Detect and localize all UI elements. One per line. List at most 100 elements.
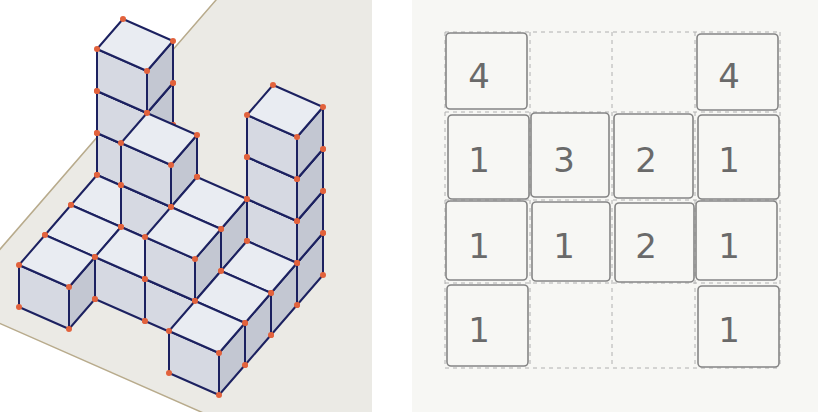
paper: [412, 0, 818, 412]
cell-number: 4: [468, 59, 490, 93]
cell-number: 1: [468, 313, 490, 347]
vertex-dot: [144, 110, 150, 116]
vertex-dot: [244, 196, 250, 202]
vertex-dot: [244, 238, 250, 244]
cube-face: [145, 207, 221, 259]
cell-number: 2: [635, 143, 657, 177]
cell-number: 1: [718, 143, 740, 177]
cell-outline: [532, 202, 610, 281]
vertex-dot: [320, 146, 326, 152]
cell-number: 1: [718, 229, 740, 263]
vertex-dot: [294, 260, 300, 266]
vertex-dot: [118, 224, 124, 230]
vertex-dot: [242, 320, 248, 326]
cell-outline: [697, 34, 778, 110]
vertex-dot: [92, 296, 98, 302]
vertex-dot: [320, 188, 326, 194]
vertex-dot: [168, 204, 174, 210]
vertex-dot: [92, 254, 98, 260]
vertex-dot: [216, 392, 222, 398]
vertex-dot: [94, 172, 100, 178]
vertex-dot: [270, 82, 276, 88]
cell-number: 1: [553, 229, 575, 263]
vertex-dot: [142, 318, 148, 324]
vertex-dot: [244, 238, 250, 244]
cube: [16, 232, 98, 332]
vertex-dot: [244, 154, 250, 160]
vertex-dot: [244, 238, 250, 244]
vertex-dot: [320, 188, 326, 194]
vertex-dot: [118, 140, 124, 146]
cell-outline: [614, 114, 693, 198]
vertex-dot: [94, 88, 100, 94]
vertex-dot: [94, 88, 100, 94]
vertex-dot: [320, 230, 326, 236]
vertex-dot: [92, 254, 98, 260]
vertex-dot: [118, 224, 124, 230]
vertex-dot: [166, 328, 172, 334]
vertex-dot: [142, 234, 148, 240]
vertex-dot: [144, 110, 150, 116]
vertex-dot: [192, 298, 198, 304]
grid-line: [612, 32, 613, 368]
vertex-dot: [144, 110, 150, 116]
vertex-dot: [320, 146, 326, 152]
cube: [94, 16, 176, 116]
cube-face: [247, 85, 323, 137]
vertex-dot: [194, 174, 200, 180]
vertex-dot: [94, 172, 100, 178]
vertex-dot: [194, 174, 200, 180]
vertex-dot: [42, 232, 48, 238]
cell-number: 1: [468, 229, 490, 263]
vertex-dot: [294, 134, 300, 140]
vertex-dot: [294, 176, 300, 182]
cell-outline: [446, 201, 527, 280]
vertex-dot: [320, 104, 326, 110]
grid-line: [445, 283, 780, 284]
cell-outline: [698, 115, 779, 199]
vertex-dot: [142, 276, 148, 282]
grid-line: [695, 32, 696, 368]
vertex-dot: [216, 350, 222, 356]
vertex-dot: [68, 202, 74, 208]
cube: [166, 298, 248, 398]
vertex-dot: [244, 154, 250, 160]
cell-number: 1: [718, 313, 740, 347]
vertex-dot: [218, 268, 224, 274]
vertex-dot: [294, 176, 300, 182]
plan-grid: [445, 32, 780, 368]
vertex-dot: [218, 268, 224, 274]
vertex-dot: [218, 226, 224, 232]
cube-building: [16, 16, 326, 398]
vertex-dot: [92, 254, 98, 260]
vertex-dot: [170, 38, 176, 44]
vertex-dot: [320, 230, 326, 236]
grid-line: [530, 32, 531, 368]
vertex-dot: [68, 202, 74, 208]
vertex-dot: [244, 112, 250, 118]
vertex-dot: [16, 262, 22, 268]
vertex-dot: [244, 238, 250, 244]
vertex-dot: [94, 46, 100, 52]
cell-outline: [698, 286, 779, 367]
vertex-dot: [242, 362, 248, 368]
vertex-dot: [118, 224, 124, 230]
vertex-dot: [166, 370, 172, 376]
cell-outline: [531, 113, 609, 197]
vertex-dot: [268, 332, 274, 338]
vertex-dot: [194, 174, 200, 180]
vertex-dot: [142, 276, 148, 282]
cube-face: [19, 235, 95, 287]
vertex-dot: [268, 290, 274, 296]
vertex-dot: [294, 218, 300, 224]
vertex-dot: [218, 268, 224, 274]
vertex-dot: [118, 182, 124, 188]
vertex-dot: [94, 130, 100, 136]
cell-outline: [447, 285, 528, 366]
ground-plane: [0, 0, 372, 412]
vertex-dot: [294, 260, 300, 266]
vertex-dot: [168, 204, 174, 210]
vertex-dot: [294, 302, 300, 308]
